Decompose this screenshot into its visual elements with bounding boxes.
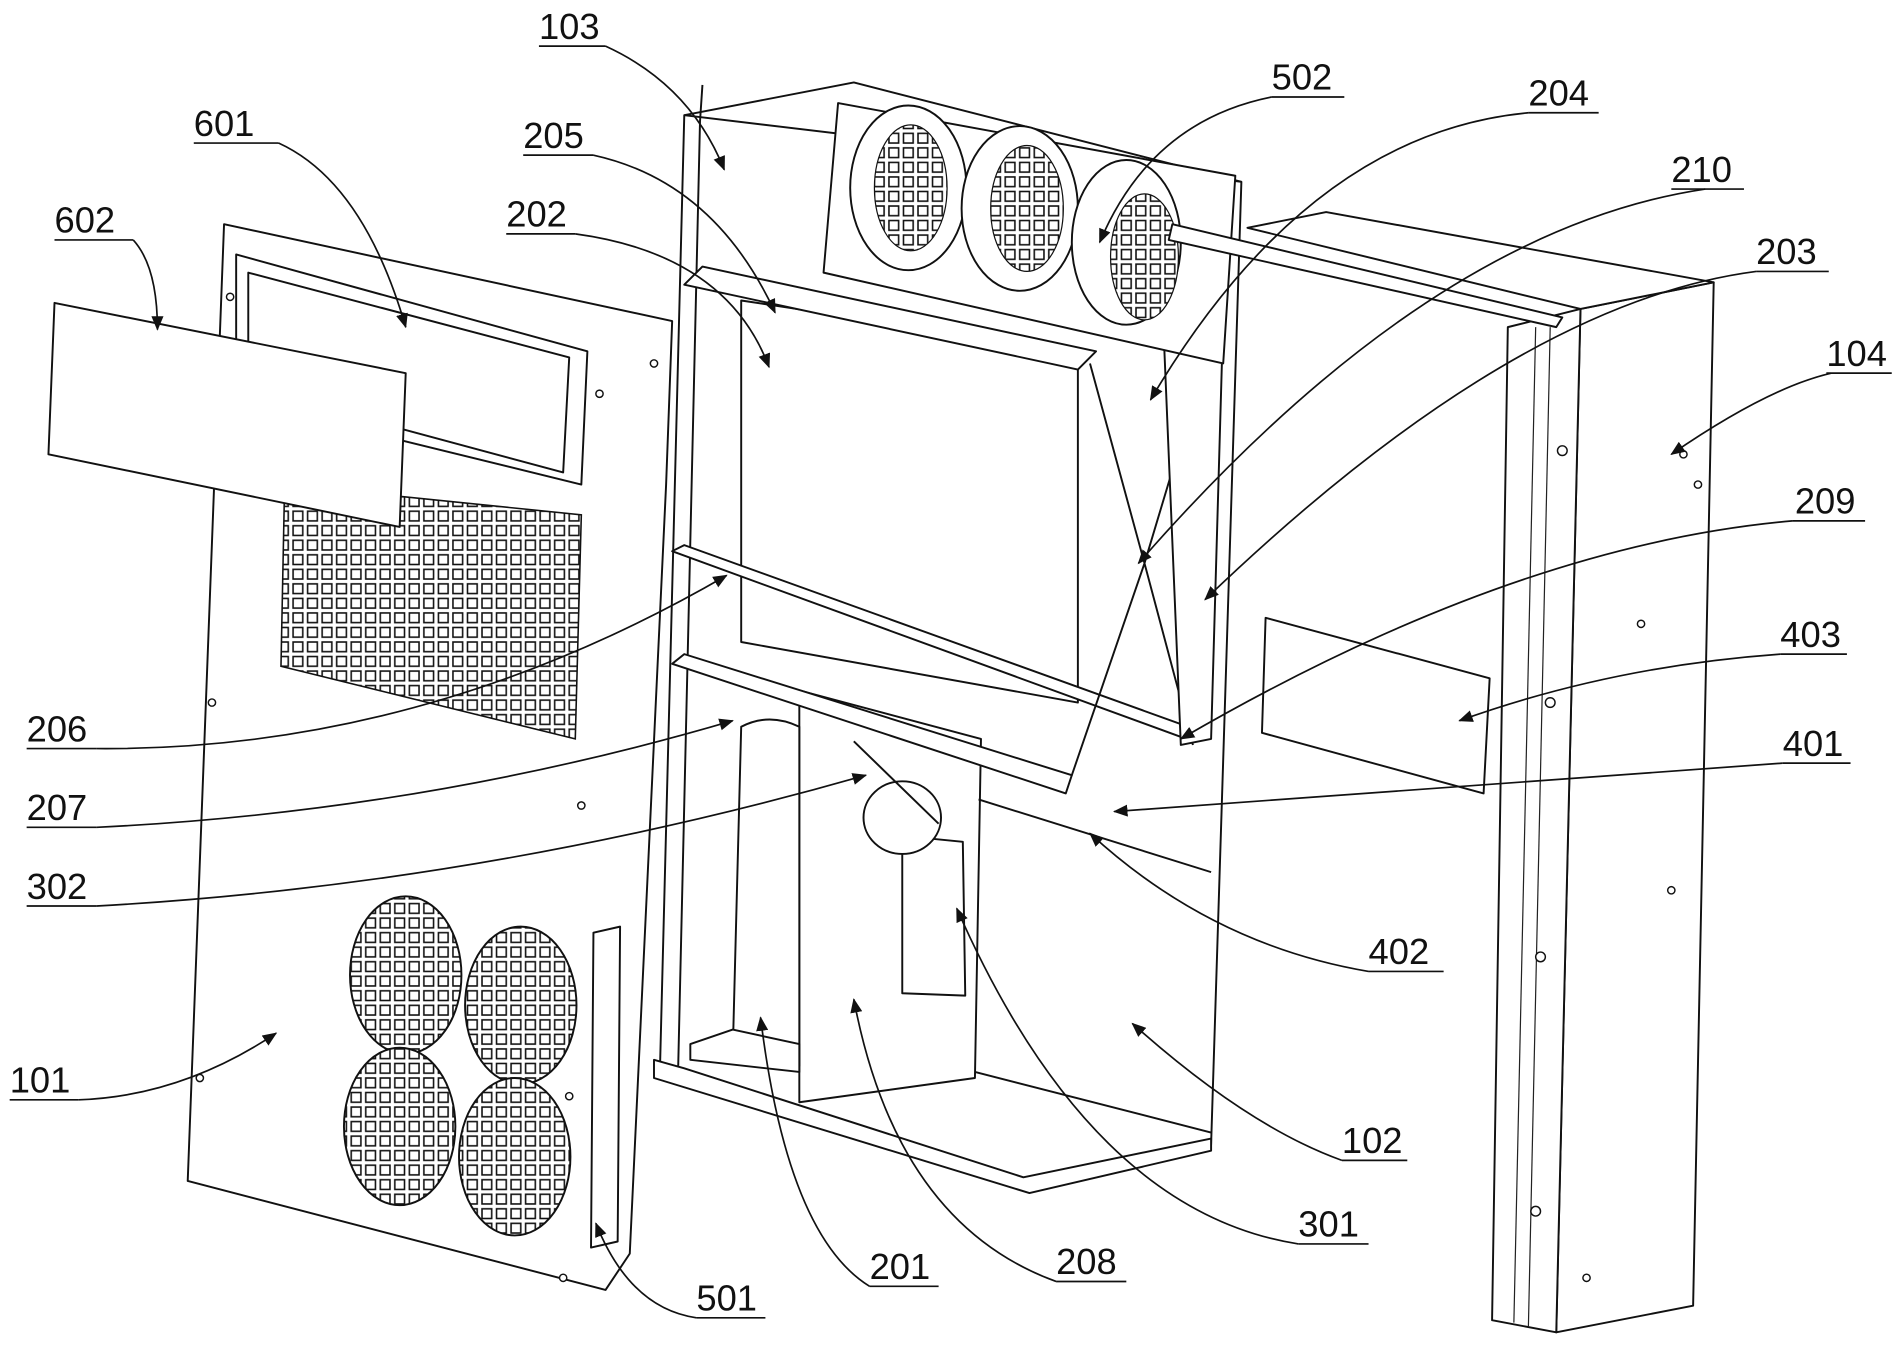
impeller-301 xyxy=(864,781,942,854)
label-210: 210 xyxy=(1671,149,1732,190)
label-209: 209 xyxy=(1795,481,1856,522)
label-501: 501 xyxy=(696,1278,757,1319)
label-205: 205 xyxy=(523,115,584,156)
label-102: 102 xyxy=(1342,1120,1403,1161)
label-301: 301 xyxy=(1298,1204,1359,1245)
label-208: 208 xyxy=(1056,1241,1117,1282)
label-201: 201 xyxy=(870,1246,931,1287)
label-206: 206 xyxy=(27,708,88,749)
label-103: 103 xyxy=(539,6,600,47)
label-602: 602 xyxy=(54,200,115,241)
label-207: 207 xyxy=(27,787,88,828)
label-403: 403 xyxy=(1780,614,1841,655)
label-601: 601 xyxy=(194,103,255,144)
label-401: 401 xyxy=(1783,723,1844,764)
label-502: 502 xyxy=(1272,57,1333,98)
plate-403 xyxy=(1262,618,1490,794)
label-302: 302 xyxy=(27,866,88,907)
label-104: 104 xyxy=(1826,333,1887,374)
fan-housing-501 xyxy=(591,927,620,1248)
label-202: 202 xyxy=(506,194,567,235)
label-101: 101 xyxy=(10,1060,71,1101)
label-204: 204 xyxy=(1528,72,1589,113)
compressor-201 xyxy=(733,720,800,1066)
label-203: 203 xyxy=(1756,231,1817,272)
label-402: 402 xyxy=(1369,931,1430,972)
front-panel-101 xyxy=(48,224,672,1290)
